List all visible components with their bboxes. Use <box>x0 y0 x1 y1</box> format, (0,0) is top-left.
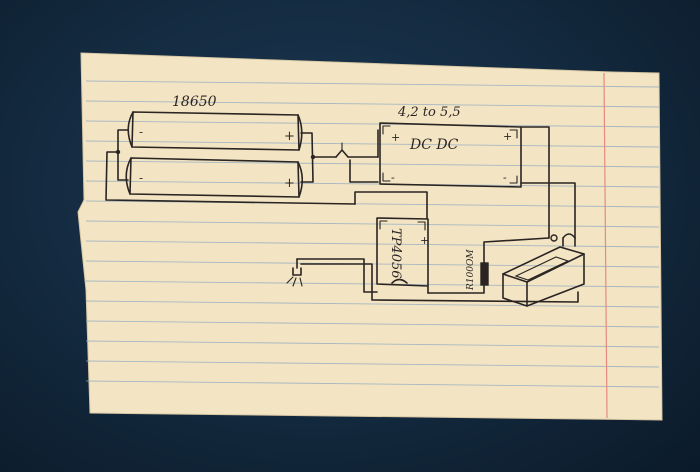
ruled-line <box>85 160 660 168</box>
led <box>286 258 303 287</box>
ruled-line <box>85 300 660 308</box>
converter-label: DC DC <box>409 137 459 153</box>
ruled-lines <box>85 80 660 388</box>
battery-label: 18650 <box>172 94 217 110</box>
battery-bottom <box>125 157 304 198</box>
ruled-line <box>85 80 660 88</box>
ruled-line <box>85 100 660 108</box>
led-wiring <box>296 258 378 293</box>
ruled-line <box>85 120 660 128</box>
ruled-line <box>85 220 660 228</box>
battery-top-minus: - <box>139 125 143 139</box>
converter-out-plus: + <box>503 130 512 143</box>
resistor <box>480 262 489 286</box>
dc-dc-converter <box>379 122 522 188</box>
ruled-line <box>85 180 660 188</box>
margin-line <box>603 72 608 419</box>
converter-voltage-label: 4,2 to 5,5 <box>397 105 461 120</box>
ruled-line <box>85 360 660 368</box>
switch <box>335 142 379 158</box>
output-module <box>502 233 585 307</box>
ruled-line <box>85 340 660 348</box>
charger-label: TP4056 <box>388 228 403 279</box>
charger-plus: + <box>420 234 429 247</box>
paper-sheet <box>77 52 663 421</box>
output-wiring <box>371 237 579 303</box>
converter-wiring <box>349 126 576 239</box>
converter-in-plus: + <box>391 131 400 144</box>
battery-bottom-minus: - <box>139 171 143 185</box>
battery-wiring <box>105 129 356 205</box>
converter-in-minus: - <box>391 171 395 184</box>
battery-top <box>127 111 303 151</box>
battery-bottom-plus: + <box>284 176 295 191</box>
battery-top-plus: + <box>284 129 295 144</box>
converter-out-minus: - <box>503 171 507 184</box>
ruled-line <box>85 320 660 328</box>
ruled-line <box>85 380 660 388</box>
ruled-line <box>85 140 660 148</box>
resistor-label: R100OM <box>466 249 476 291</box>
